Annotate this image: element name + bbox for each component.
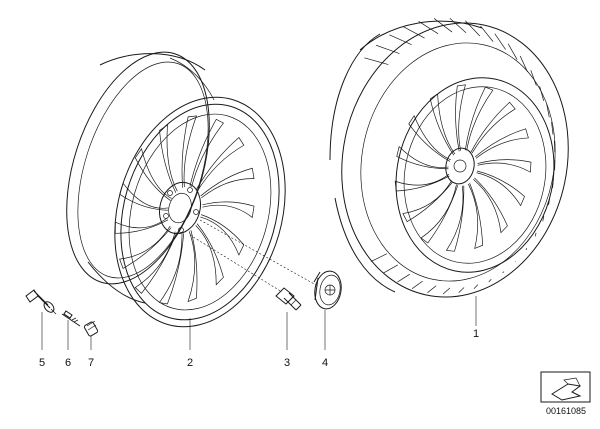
- callout-4: 4: [322, 357, 328, 369]
- page-corner-stamp-icon: [540, 371, 591, 403]
- tire-assembly-icon: [329, 17, 569, 298]
- callout-6: 6: [65, 357, 71, 369]
- hub-cap-icon: [313, 270, 342, 310]
- callout-5: 5: [39, 357, 45, 369]
- callout-7: 7: [88, 357, 94, 369]
- wheel-bolt-icon: [275, 287, 302, 311]
- callout-1: 1: [473, 328, 479, 340]
- leader-lines: [41, 219, 477, 350]
- light-alloy-rim-icon: [66, 51, 286, 328]
- document-number: 00161085: [546, 406, 586, 416]
- valve-cap-icon: [83, 320, 99, 337]
- tire-valve-icon: [25, 289, 57, 315]
- callout-labels: 1 2 3 4 5 6 7: [39, 328, 479, 369]
- callout-2: 2: [187, 357, 193, 369]
- callout-3: 3: [284, 357, 290, 369]
- valve-insert-icon: [61, 310, 81, 327]
